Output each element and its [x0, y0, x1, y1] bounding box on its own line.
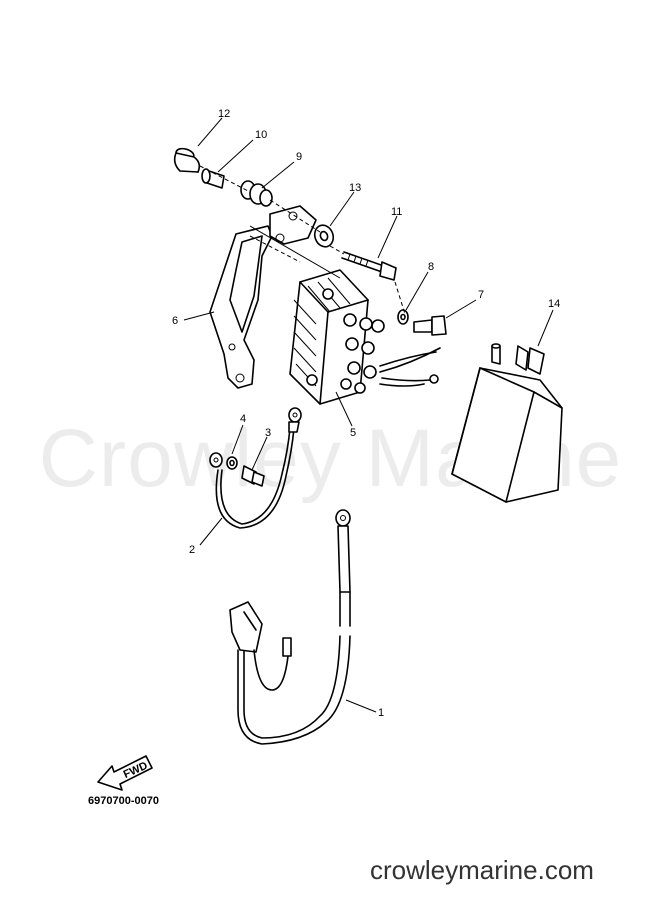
- fwd-arrow-icon: FWD: [97, 755, 153, 791]
- part-1-cable-harness[interactable]: [229, 509, 351, 745]
- part-11-bolt[interactable]: [341, 251, 397, 281]
- callout-5: 5: [350, 427, 356, 439]
- callout-11: 11: [391, 206, 402, 218]
- part-8-washer[interactable]: [397, 309, 409, 325]
- part-12-collar[interactable]: [173, 147, 201, 173]
- part-4-washer[interactable]: [226, 456, 238, 470]
- svg-text:FWD: FWD: [122, 760, 150, 781]
- part-6-bracket[interactable]: [209, 205, 317, 389]
- diagram-code: 6970700-0070: [88, 795, 159, 807]
- part-2-ground-lead[interactable]: [209, 407, 302, 529]
- callout-8: 8: [428, 261, 434, 273]
- part-9-grommet[interactable]: [240, 180, 273, 207]
- callout-9: 9: [296, 151, 302, 163]
- callout-4: 4: [240, 413, 246, 425]
- callout-14: 14: [548, 298, 560, 310]
- part-10-bushing[interactable]: [201, 168, 225, 189]
- part-5-rectifier-regulator[interactable]: [289, 269, 441, 405]
- callout-3: 3: [265, 427, 271, 439]
- site-url: crowleymarine.com: [370, 855, 594, 885]
- callout-12: 12: [218, 108, 230, 120]
- callout-13: 13: [349, 182, 361, 194]
- callout-10: 10: [255, 129, 267, 141]
- part-14-cover[interactable]: [451, 343, 563, 503]
- part-13-washer[interactable]: [312, 223, 336, 250]
- callout-2: 2: [189, 544, 195, 556]
- callout-6: 6: [172, 315, 178, 327]
- callout-1: 1: [378, 707, 384, 719]
- part-7-bolt[interactable]: [413, 315, 447, 336]
- callout-7: 7: [478, 289, 484, 301]
